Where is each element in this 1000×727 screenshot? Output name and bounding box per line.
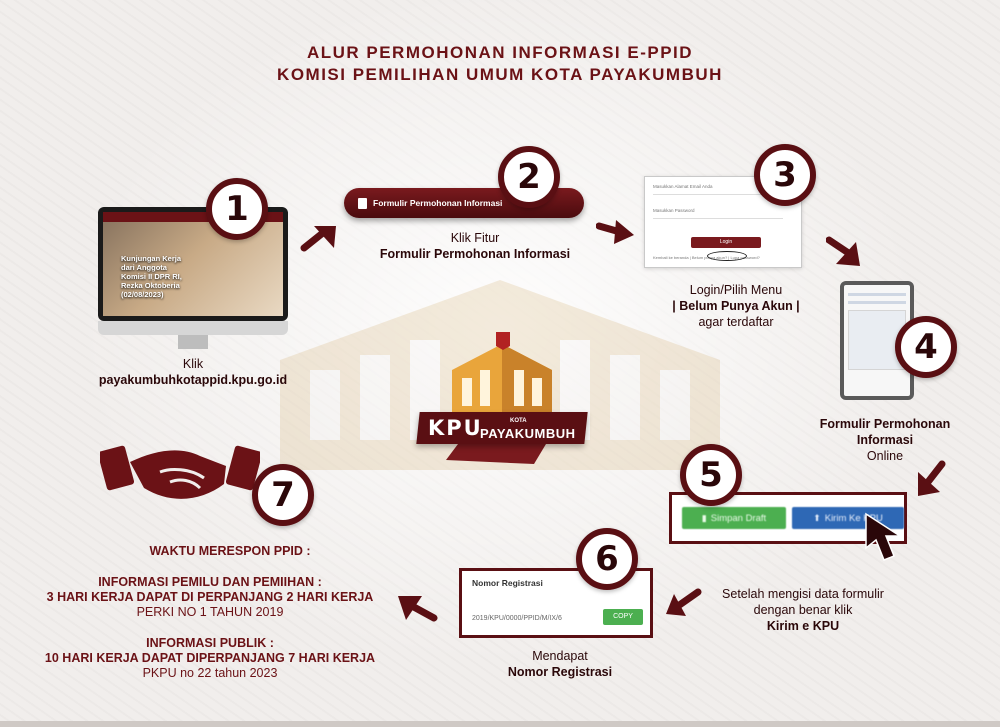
copy-button: COPY [603, 609, 643, 625]
pemilu-rule: PERKI NO 1 TAHUN 2019 [136, 605, 284, 619]
phone-bar [848, 293, 906, 296]
screen-news-text: Kunjungan Kerja dari Anggota Komisi II D… [121, 254, 182, 299]
step-1-circle: 1 [206, 178, 268, 240]
arrow-1-to-2-icon [300, 226, 336, 252]
logo-kpu-text: KPU [428, 416, 483, 440]
registration-number-box: Nomor Registrasi 2019/KPU/0000/PPID/M/IX… [459, 568, 653, 638]
logo-city-text: PAYAKUMBUH [480, 426, 576, 441]
step-4-circle: 4 [895, 316, 957, 378]
step-4-caption-plain: Online [866, 449, 904, 463]
save-draft-label: Simpan Draft [710, 512, 767, 524]
upload-icon: ⬆ [813, 512, 821, 523]
step-5-caption-bold: Kirim e KPU [766, 619, 840, 633]
publik-detail: 10 HARI KERJA DAPAT DIPERPANJANG 7 HARI … [44, 651, 376, 665]
arrow-3-to-4-icon [826, 236, 860, 266]
kpu-logo: KPU KOTA PAYAKUMBUH [416, 330, 588, 472]
monitor-stand [178, 335, 208, 349]
step-6-caption-plain: Mendapat [532, 649, 588, 663]
kpu-building-icon [446, 332, 552, 464]
step-1-caption-bold: payakumbuhkotappid.kpu.go.id [98, 373, 288, 387]
step-6-circle: 6 [576, 528, 638, 590]
password-field: Masukkan Password [653, 203, 783, 219]
screen-header [103, 212, 283, 222]
step-2-caption-bold: Formulir Permohonan Informasi [379, 247, 571, 261]
highlight-ring [707, 251, 747, 261]
response-heading: WAKTU MERESPON PPID : [80, 544, 380, 559]
draft-file-icon: ▮ [701, 512, 707, 523]
response-heading-text: WAKTU MERESPON PPID : [149, 544, 311, 558]
arrow-2-to-3-icon [596, 220, 634, 244]
step-4-caption-bold: Formulir Permohonan Informasi [819, 417, 951, 447]
step-2-caption: Klik Fitur Formulir Permohonan Informasi [370, 230, 580, 262]
title-line-2: KOMISI PEMILIHAN UMUM KOTA PAYAKUMBUH [277, 65, 723, 84]
cursor-pointer-icon [865, 512, 903, 561]
page-title: ALUR PERMOHONAN INFORMASI E-PPID KOMISI … [0, 42, 1000, 86]
step-3-caption-bold: | Belum Punya Akun | [672, 299, 800, 313]
document-icon [358, 197, 367, 209]
arrow-5-to-6-icon [666, 588, 702, 616]
step-2-caption-plain: Klik Fitur [450, 231, 500, 245]
arrow-4-to-5-icon [918, 460, 946, 496]
step-3-circle: 3 [754, 144, 816, 206]
publik-rule: PKPU no 22 tahun 2023 [142, 666, 278, 680]
pemilu-info-block: INFORMASI PEMILU DAN PEMIIHAN : 3 HARI K… [20, 575, 400, 620]
screen-photo [103, 222, 283, 316]
step-1-caption-plain: Klik [182, 357, 204, 371]
login-card: Masukkan Alamat Email Anda Masukkan Pass… [644, 176, 802, 268]
publik-info-block: INFORMASI PUBLIK : 10 HARI KERJA DAPAT D… [20, 636, 400, 681]
bottom-strip [0, 721, 1000, 727]
handshake-icon [100, 445, 260, 499]
step-3-caption: Login/Pilih Menu | Belum Punya Akun | ag… [636, 282, 836, 330]
step-5-circle: 5 [680, 444, 742, 506]
login-footer-links: Kembali ke beranda | Belum punya akun? |… [653, 255, 760, 260]
step-6-caption: Mendapat Nomor Registrasi [470, 648, 650, 680]
registration-label: Nomor Registrasi [472, 578, 543, 588]
publik-title: INFORMASI PUBLIK : [146, 636, 274, 650]
step-3-caption-plain: Login/Pilih Menu [689, 283, 783, 297]
step-3-caption-plain-2: agar terdaftar [698, 315, 774, 329]
pemilu-title: INFORMASI PEMILU DAN PEMIIHAN : [98, 575, 322, 589]
registration-value: 2019/KPU/0000/PPID/M/IX/6 [472, 615, 562, 622]
step-4-caption: Formulir Permohonan Informasi Online [790, 416, 980, 464]
pemilu-detail: 3 HARI KERJA DAPAT DI PERPANJANG 2 HARI … [46, 590, 374, 604]
arrow-6-to-7-icon [398, 596, 438, 622]
title-line-1: ALUR PERMOHONAN INFORMASI E-PPID [306, 43, 694, 62]
step-7-circle: 7 [252, 464, 314, 526]
save-draft-button: ▮ Simpan Draft [682, 507, 786, 529]
logo-kota-text: KOTA [510, 418, 527, 424]
step-1-caption: Klik payakumbuhkotappid.kpu.go.id [68, 356, 318, 388]
step-6-caption-bold: Nomor Registrasi [507, 665, 613, 679]
banner-label: Formulir Permohonan Informasi [373, 198, 503, 208]
step-5-caption: Setelah mengisi data formulir dengan ben… [708, 586, 898, 634]
email-field: Masukkan Alamat Email Anda [653, 179, 783, 195]
step-2-circle: 2 [498, 146, 560, 208]
step-5-caption-plain: Setelah mengisi data formulir dengan ben… [722, 587, 884, 617]
send-to-kpu-label: Kirim Ke KPU [824, 512, 883, 524]
phone-bar [848, 301, 906, 304]
login-button: Login [691, 237, 761, 248]
monitor-chin [98, 321, 288, 335]
